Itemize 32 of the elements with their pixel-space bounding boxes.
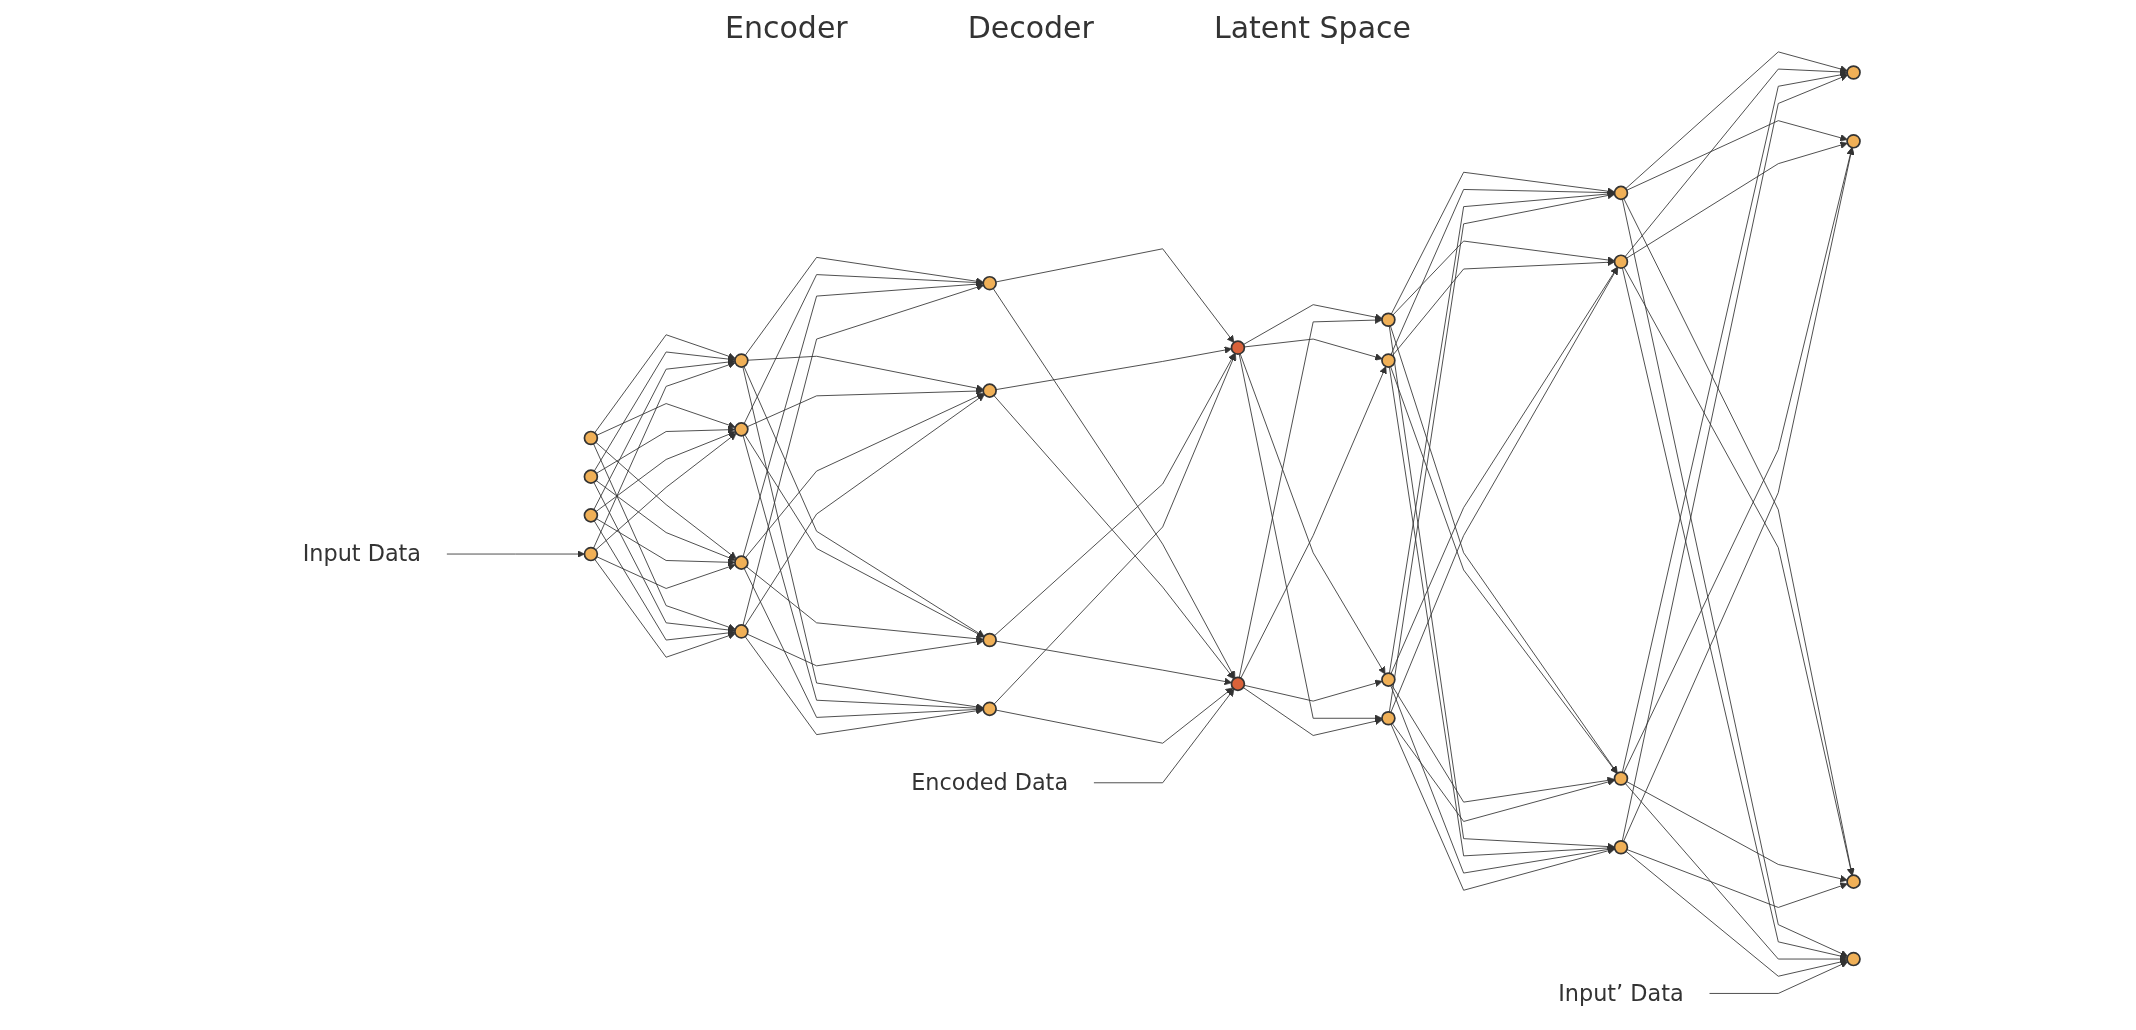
node-circle	[981, 632, 997, 648]
node-text: Encoded Data	[910, 769, 1068, 796]
node-circle	[1845, 65, 1861, 80]
node-circle	[1613, 185, 1628, 201]
node-circle	[981, 275, 997, 291]
node-circle	[1380, 672, 1396, 687]
node-circle	[733, 353, 749, 368]
node-circle	[583, 508, 598, 523]
node-circle	[1613, 771, 1628, 786]
node-circle	[1230, 676, 1245, 692]
node-circle	[1845, 951, 1861, 967]
node-circle	[583, 546, 598, 562]
layer-label: Encoder	[725, 10, 848, 45]
layer-label: Decoder	[967, 10, 1094, 45]
node-text: Input’ Data	[1557, 980, 1684, 1006]
node-circle	[1845, 134, 1861, 149]
node-circle	[1380, 312, 1396, 328]
node-circle	[981, 383, 997, 398]
layer-label: Latent Space	[1213, 10, 1411, 45]
node-circle	[981, 701, 997, 717]
node-circle	[1845, 874, 1861, 889]
node-circle	[1230, 340, 1245, 355]
node-circle	[1380, 353, 1396, 368]
node-circle	[733, 624, 749, 639]
node-circle	[1380, 710, 1396, 726]
node-text: Input Data	[302, 540, 421, 567]
node-circle	[733, 555, 749, 570]
node-circle	[1613, 254, 1628, 269]
node-circle	[583, 469, 598, 484]
node-circle	[733, 422, 749, 437]
node-circle	[583, 430, 598, 446]
node-circle	[1613, 839, 1628, 855]
